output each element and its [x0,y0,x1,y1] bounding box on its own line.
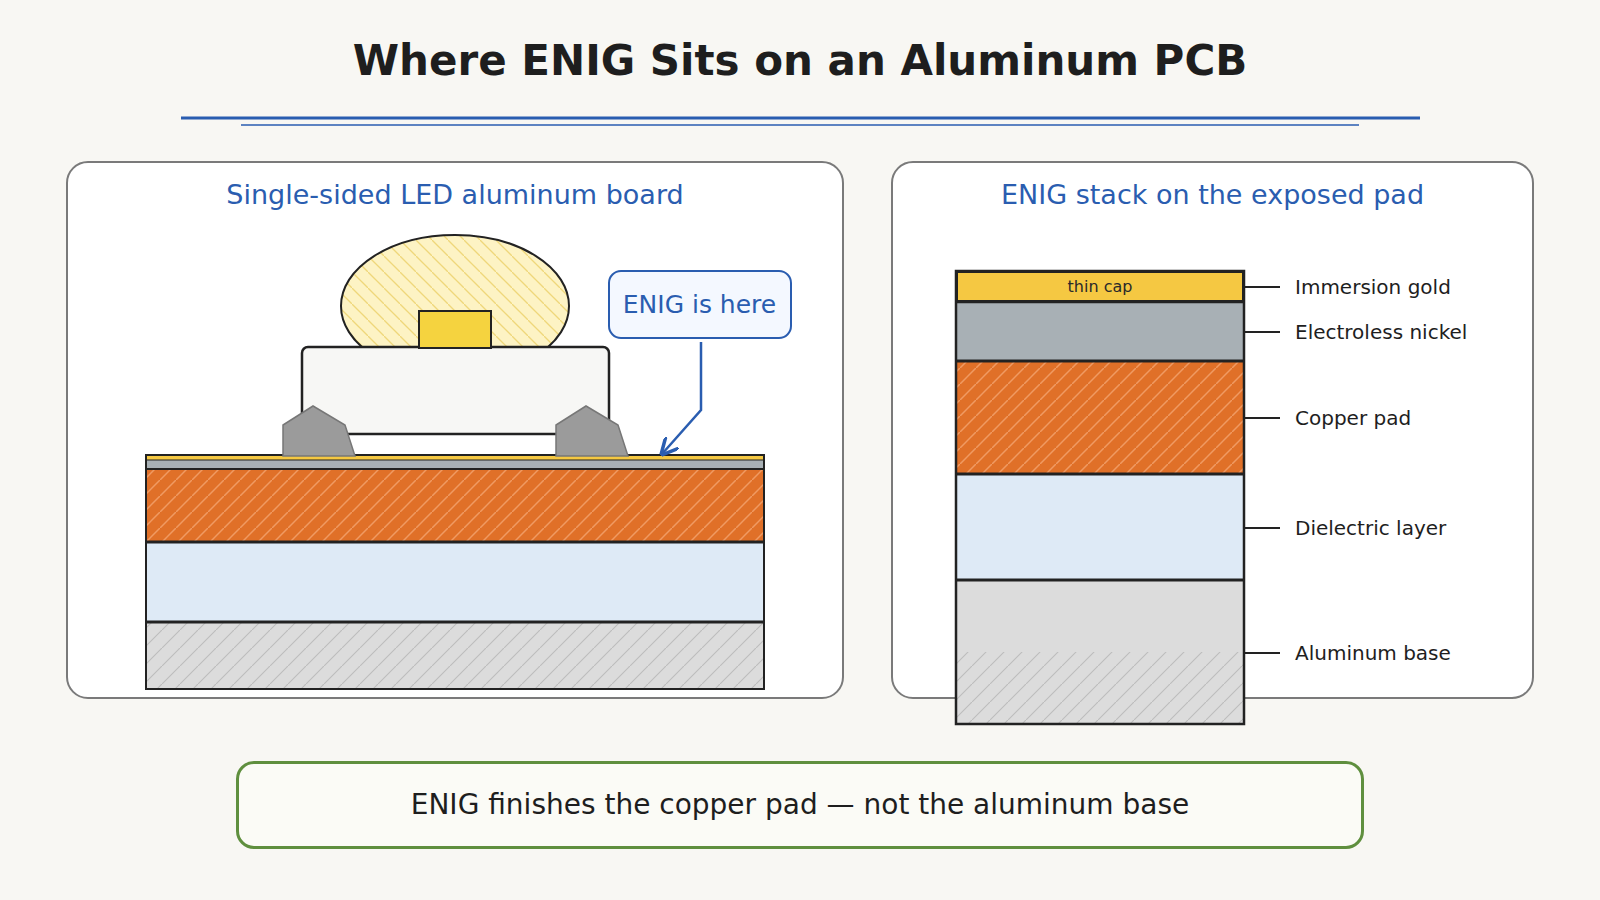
callout-box: ENIG is here [608,270,792,339]
gold-layer: thin cap [956,271,1244,302]
layer-label: Copper pad [1295,406,1411,430]
layer-label: Dielectric layer [1295,516,1446,540]
panel-heading: Single-sided LED aluminum board [78,179,832,211]
summary-box: ENIG finishes the copper pad — not the a… [236,761,1364,849]
title-rule [181,117,1420,120]
layer-label: Electroless nickel [1295,320,1467,344]
aluminum-board [146,455,764,689]
panel-heading: ENIG stack on the exposed pad [903,179,1522,211]
enig-stack [956,271,1244,724]
layer-label: Aluminum base [1295,641,1451,665]
layer-label: Immersion gold [1295,275,1451,299]
diagram-title: Where ENIG Sits on an Aluminum PCB [0,36,1600,85]
title-rule [241,124,1359,125]
node-text: thin cap [1068,277,1133,296]
node-text: ENIG finishes the copper pad — not the a… [411,788,1190,822]
node-text: ENIG is here [623,290,776,320]
